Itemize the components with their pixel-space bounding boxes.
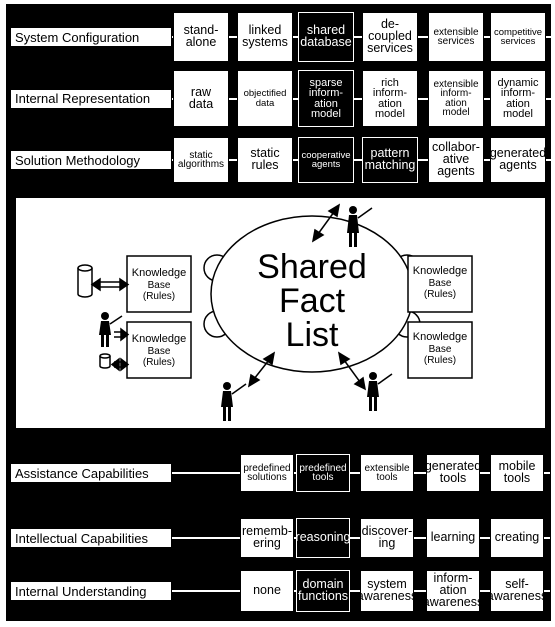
option-dynamic-inform-ation-model: dynamic inform- ation model: [490, 70, 546, 127]
option-reasoning: reasoning: [296, 518, 350, 558]
option-learning: learning: [426, 518, 480, 558]
double-arrow-icon: [90, 277, 130, 292]
database-icon: [77, 264, 93, 298]
row-label-internal-representation: Internal Representation: [10, 88, 172, 109]
option-inform-ation-awareness: inform- ation awareness: [426, 570, 480, 612]
option-predefined-solutions: predefined solutions: [240, 454, 294, 492]
kb-label: (Rules): [424, 289, 456, 300]
knowledge-base-top-right: Knowledge Base (Rules): [407, 255, 473, 313]
option-discover-ing: discover- ing: [360, 518, 414, 558]
kb-label: Knowledge: [132, 333, 186, 345]
option-cooperative-agents: cooperative agents: [298, 137, 354, 183]
option-domain-functions: domain functions: [296, 570, 350, 612]
center-text-line-2: Fact: [279, 282, 346, 320]
option-collabor-ative-agents: collabor- ative agents: [428, 137, 484, 183]
option-stand-alone: stand- alone: [173, 12, 229, 62]
option-de-coupled-services: de- coupled services: [362, 12, 418, 62]
option-mobile-tools: mobile tools: [490, 454, 544, 492]
shared-fact-list-panel: Shared Fact List Knowledge Base (Rules) …: [14, 196, 547, 430]
option-none: none: [240, 570, 294, 612]
kb-label: Base: [429, 344, 452, 355]
double-arrow-icon: [337, 351, 367, 391]
option-static-algorithms: static algorithms: [173, 137, 229, 183]
kb-label: Base: [148, 280, 171, 291]
row-label-system-configuration: System Configuration: [10, 27, 172, 47]
kb-label: (Rules): [143, 291, 175, 302]
option-rememb-ering: rememb- ering: [240, 518, 294, 558]
row-label-solution-methodology: Solution Methodology: [10, 150, 172, 170]
kb-label: Knowledge: [132, 267, 186, 279]
option-creating: creating: [490, 518, 544, 558]
option-objectified-data: objectified data: [237, 70, 293, 127]
kb-label: Base: [148, 346, 171, 357]
option-rich-inform-ation-model: rich inform- ation model: [362, 70, 418, 127]
row-label-assistance-capabilities: Assistance Capabilities: [10, 463, 172, 483]
center-text-line-1: Shared: [257, 248, 367, 286]
option-linked-systems: linked systems: [237, 12, 293, 62]
database-icon: [99, 353, 111, 369]
option-extensible-tools: extensible tools: [360, 454, 414, 492]
presenter-figure-icon: [99, 312, 123, 347]
presenter-figure-icon: [347, 206, 373, 247]
double-arrow-icon: [247, 351, 276, 388]
double-arrow-icon: [311, 203, 341, 243]
knowledge-base-top-left: Knowledge Base (Rules): [126, 255, 192, 313]
center-text-line-3: List: [286, 316, 339, 354]
option-self-awareness: self- awareness: [490, 570, 544, 612]
option-generated-tools: generated tools: [426, 454, 480, 492]
knowledge-base-bottom-right: Knowledge Base (Rules): [407, 321, 473, 379]
presenter-figure-icon: [367, 372, 393, 411]
option-system-awareness: system awareness: [360, 570, 414, 612]
shared-fact-list-ellipse: [203, 215, 421, 373]
kb-label: (Rules): [424, 355, 456, 366]
knowledge-base-bottom-left: Knowledge Base (Rules): [126, 321, 192, 379]
option-generated-agents: generated agents: [490, 137, 546, 183]
option-raw-data: raw data: [173, 70, 229, 127]
agent-architecture-diagram: Shared Fact List Knowledge Base (Rules) …: [77, 203, 473, 421]
double-arrow-icon: [110, 357, 130, 372]
option-shared-database: shared database: [298, 12, 354, 62]
row-label-intellectual-capabilities: Intellectual Capabilities: [10, 528, 172, 548]
presenter-figure-icon: [221, 382, 247, 421]
double-arrow-icon: [114, 327, 130, 342]
option-extensible-services: extensible services: [428, 12, 484, 62]
option-pattern-matching: pattern matching: [362, 137, 418, 183]
option-extensible-inform-ation-model: extensible inform- ation model: [428, 70, 484, 127]
kb-label: Base: [429, 278, 452, 289]
kb-label: Knowledge: [413, 265, 467, 277]
option-predefined-tools: predefined tools: [296, 454, 350, 492]
option-static-rules: static rules: [237, 137, 293, 183]
option-competitive-services: competitive services: [490, 12, 546, 62]
kb-label: (Rules): [143, 357, 175, 368]
row-label-internal-understanding: Internal Understanding: [10, 581, 172, 601]
kb-label: Knowledge: [413, 331, 467, 343]
option-sparse-inform-ation-model: sparse inform- ation model: [298, 70, 354, 127]
